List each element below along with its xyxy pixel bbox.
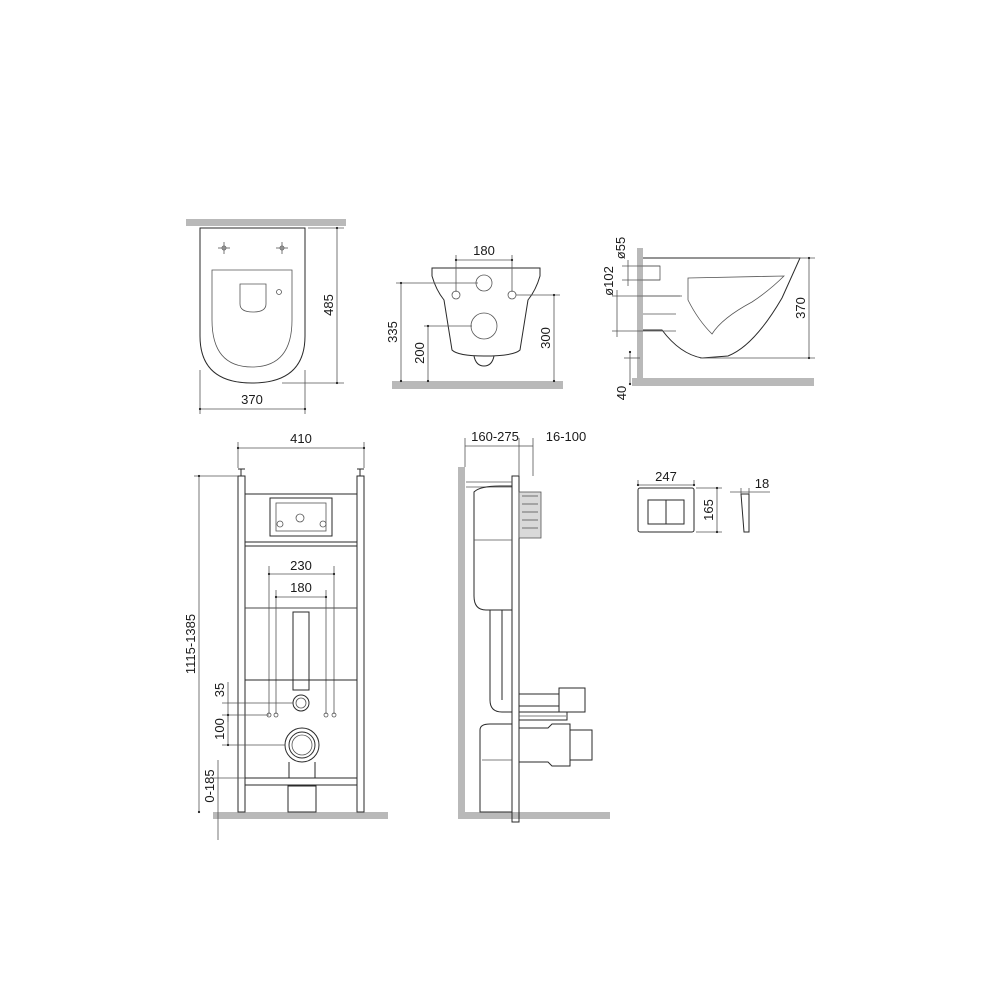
side-view-bowl: ø55 ø102 370 40 bbox=[601, 237, 815, 400]
flush-plate: 247 165 18 bbox=[636, 469, 770, 534]
dim-frame-width-410: 410 bbox=[290, 431, 312, 446]
front-view-frame: 230 180 410 1115-1385 35 100 bbox=[183, 431, 388, 840]
dim-stud-spacing-230: 230 bbox=[290, 558, 312, 573]
dim-height-335: 335 bbox=[385, 321, 400, 343]
dim-height-200: 200 bbox=[412, 342, 427, 364]
dim-hole-spacing-180: 180 bbox=[473, 243, 495, 258]
top-view-bowl: 485 370 bbox=[186, 219, 346, 414]
dim-plate-thickness-18: 18 bbox=[755, 476, 769, 491]
dim-depth-485: 485 bbox=[321, 294, 336, 316]
dim-diameter-102: ø102 bbox=[601, 266, 616, 296]
dim-plate-height-165: 165 bbox=[701, 499, 716, 521]
side-view-frame: 160-275 16-100 bbox=[458, 429, 610, 823]
mounting-hole-left-icon bbox=[218, 242, 230, 254]
front-view-bowl: 180 335 200 300 bbox=[385, 243, 563, 389]
dim-height-300: 300 bbox=[538, 327, 553, 349]
dim-wall-depth: 160-275 bbox=[471, 429, 519, 444]
dim-plate-width-247: 247 bbox=[655, 469, 677, 484]
dim-100: 100 bbox=[212, 718, 227, 740]
dim-stud-spacing-180: 180 bbox=[290, 580, 312, 595]
dim-floor-range: 0-185 bbox=[202, 769, 217, 802]
dim-height-range: 1115-1385 bbox=[183, 614, 198, 674]
dim-offset-40: 40 bbox=[614, 386, 629, 400]
dim-35: 35 bbox=[212, 683, 227, 697]
dim-width-370: 370 bbox=[241, 392, 263, 407]
dim-diameter-55: ø55 bbox=[613, 237, 628, 259]
dim-height-370: 370 bbox=[793, 297, 808, 319]
mounting-hole-right-icon bbox=[276, 242, 288, 254]
dim-finish-depth: 16-100 bbox=[546, 429, 586, 444]
